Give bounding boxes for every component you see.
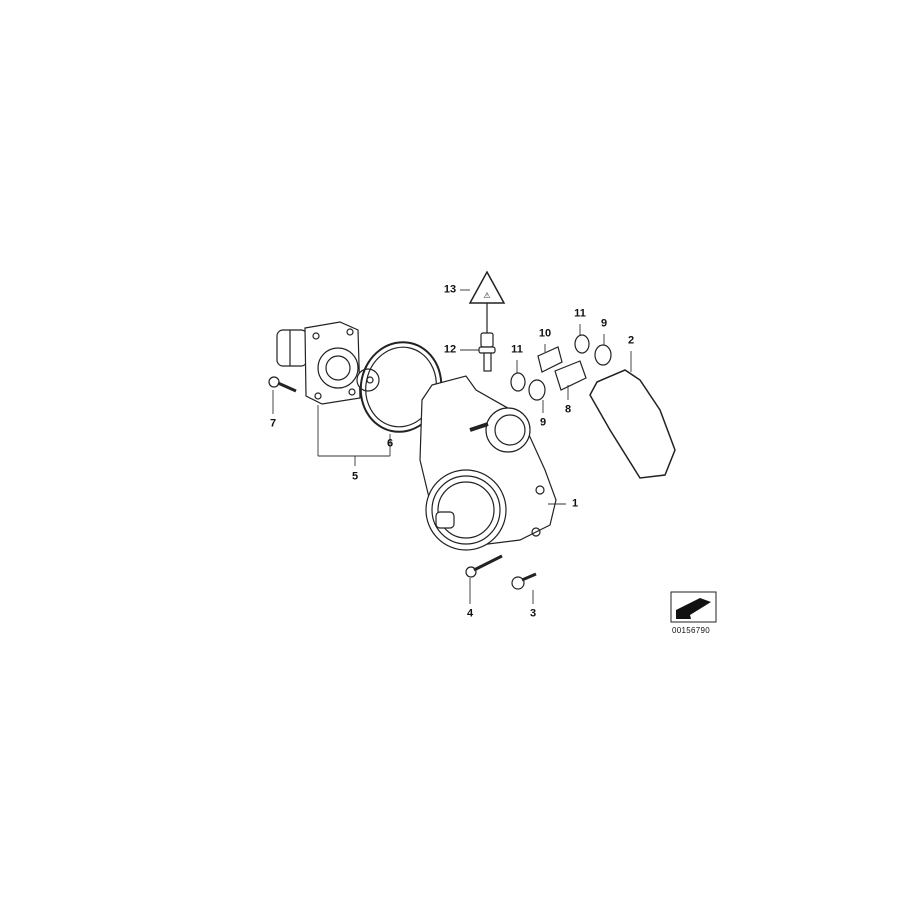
- callout-11b: 11: [574, 307, 586, 320]
- o-ring-11b-icon: [574, 334, 590, 354]
- callout-7: 7: [269, 417, 277, 430]
- callout-10: 10: [538, 327, 552, 340]
- bolt-7-icon: [268, 376, 297, 393]
- callout-12: 12: [443, 343, 457, 356]
- callout-13: 13: [443, 283, 457, 296]
- thermostat-housing-icon: [276, 321, 380, 405]
- sleeve-8-icon: [554, 360, 587, 391]
- callout-5: 5: [351, 470, 359, 483]
- svg-text:⚠: ⚠: [483, 291, 490, 300]
- temperature-sensor-icon: [478, 332, 496, 372]
- callout-8: 8: [564, 403, 572, 416]
- callout-2: 2: [627, 334, 635, 347]
- callout-9a: 9: [539, 416, 547, 429]
- callout-3: 3: [529, 607, 537, 620]
- reference-number: 00156790: [672, 626, 710, 635]
- o-ring-9-icon: [528, 379, 546, 401]
- leader-lines: [272, 289, 632, 604]
- callout-1: 1: [571, 497, 579, 510]
- callout-6: 6: [386, 437, 394, 450]
- sleeve-10-icon: [537, 346, 563, 373]
- bolt-3-icon: [511, 572, 537, 590]
- water-pump-icon: [419, 375, 557, 551]
- orientation-arrow-icon: [670, 591, 717, 623]
- o-ring-9b-icon: [594, 344, 612, 366]
- gasket-icon: [589, 369, 676, 479]
- callout-9b: 9: [600, 317, 608, 330]
- callout-4: 4: [466, 607, 474, 620]
- callout-11a: 11: [511, 343, 523, 356]
- warning-triangle-icon: [468, 270, 506, 304]
- o-ring-11-icon: [510, 372, 526, 392]
- bolt-4-icon: [465, 554, 503, 578]
